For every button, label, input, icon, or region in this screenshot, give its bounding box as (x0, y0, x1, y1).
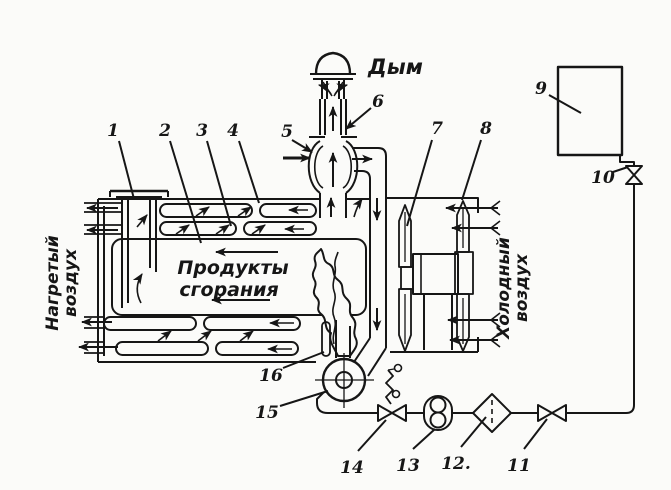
combustion-products-label-line2: сгорания (179, 279, 278, 301)
smoke-out-arrow-right (334, 83, 349, 95)
part-number-4: 4 (227, 121, 239, 141)
part-number-10: 10 (591, 168, 615, 188)
heated-air-label-line2: воздух (61, 248, 81, 317)
leader-lines (118, 94, 629, 452)
recirculation-duct (352, 147, 387, 377)
casing (97, 197, 479, 363)
part-number-9: 9 (535, 79, 547, 99)
part-numbers: 1 2 3 4 5 6 7 8 9 10 11 12. 13 14 15 16 (107, 79, 615, 478)
part-number-6: 6 (372, 92, 384, 112)
tank-valve (625, 165, 643, 185)
heated-air-label-line1: Нагретый (43, 235, 63, 331)
cold-air-label-line2: воздух (512, 253, 532, 322)
fuel-system (315, 65, 643, 433)
burner-valve (377, 404, 407, 422)
part-number-8: 8 (479, 119, 492, 139)
fuel-pipe (566, 184, 635, 414)
combustion-chamber: Продукты сгорания (111, 238, 367, 316)
combustion-products-label-line1: Продукты (177, 257, 288, 279)
fan-unit (398, 200, 474, 352)
smoke-label: Дым (367, 55, 423, 79)
flanged-duct (109, 189, 169, 308)
part-number-5: 5 (281, 122, 293, 142)
igniter (385, 369, 394, 405)
cold-air-arrows (444, 200, 501, 348)
part-number-11: 11 (507, 456, 531, 476)
part-number-15: 15 (255, 403, 279, 423)
ejector-left-bulge (307, 140, 321, 194)
part-number-2: 2 (158, 121, 171, 141)
shutoff-valve (537, 404, 567, 422)
part-number-1: 1 (107, 121, 119, 141)
part-number-12: 12. (441, 454, 471, 474)
cold-air-label-line1: Холодный (494, 237, 514, 340)
deflector-cap (314, 51, 352, 75)
part-number-3: 3 (196, 121, 208, 141)
top-heat-exchanger (159, 198, 363, 236)
smoke-out-arrow-left (317, 83, 332, 95)
word-labels: Дым Нагретый воздух Холодный воздух (43, 55, 532, 340)
bottom-heat-exchanger (103, 316, 301, 356)
fuel-filter (472, 393, 512, 433)
heated-air-outlets (77, 202, 122, 354)
part-number-14: 14 (340, 458, 364, 478)
part-number-13: 13 (396, 456, 420, 476)
fan-motor (412, 253, 459, 295)
burner-nozzle-duct (335, 320, 351, 358)
nozzle (321, 321, 331, 357)
part-number-16: 16 (259, 366, 283, 386)
chimney-assembly (283, 51, 359, 218)
fuel-tank (556, 65, 624, 157)
part-number-7: 7 (431, 119, 443, 139)
ejector-right-bulge (345, 140, 359, 194)
stack-pipe (319, 99, 347, 135)
